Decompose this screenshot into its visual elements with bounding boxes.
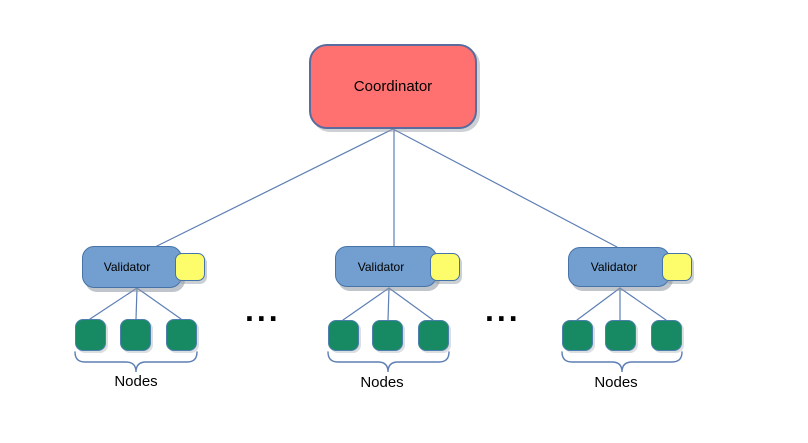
nodes-label-1: Nodes bbox=[114, 373, 158, 390]
validator-label: Validator bbox=[590, 260, 638, 274]
validator-badge-2 bbox=[430, 253, 460, 281]
validator-badge-1 bbox=[175, 253, 205, 281]
nodes-label-2: Nodes bbox=[360, 374, 404, 391]
validator-box-1: Validator bbox=[82, 246, 182, 288]
ellipsis-right: ... bbox=[485, 292, 521, 328]
node-box bbox=[166, 319, 197, 351]
node-box bbox=[372, 320, 403, 351]
node-box bbox=[651, 320, 682, 351]
node-box bbox=[605, 320, 636, 351]
nodes-label-3: Nodes bbox=[594, 374, 638, 391]
validator-label: Validator bbox=[357, 259, 405, 274]
coordinator-box: Coordinator bbox=[309, 44, 477, 129]
validator-box-2: Validator bbox=[335, 246, 437, 287]
validator-box-3: Validator bbox=[568, 247, 670, 287]
node-box bbox=[120, 319, 151, 351]
coordinator-label: Coordinator bbox=[353, 78, 433, 95]
node-box bbox=[75, 319, 106, 351]
ellipsis-left: ... bbox=[245, 292, 281, 328]
node-box bbox=[562, 320, 593, 351]
validator-badge-3 bbox=[662, 253, 692, 281]
validator-label: Validator bbox=[103, 260, 151, 274]
node-box bbox=[418, 320, 449, 351]
brace-icon bbox=[74, 351, 683, 373]
node-box bbox=[328, 320, 359, 351]
